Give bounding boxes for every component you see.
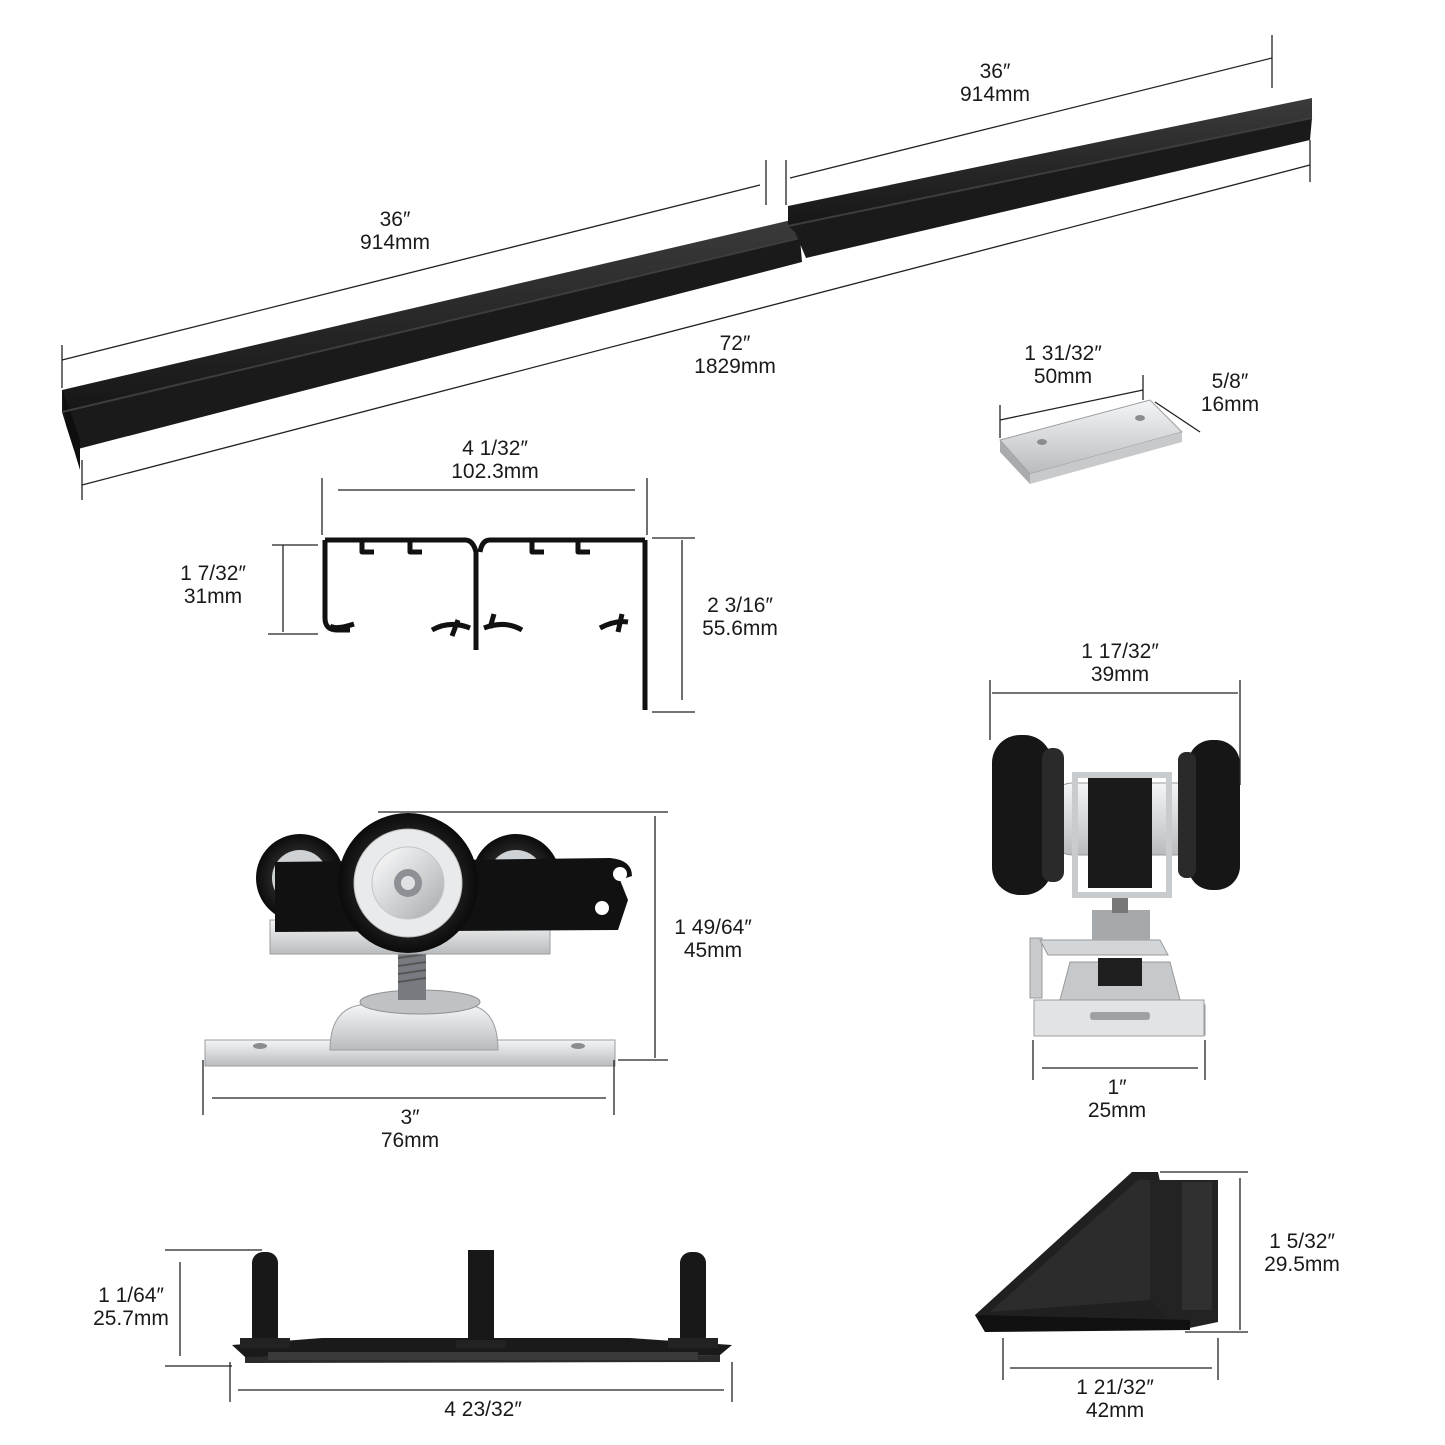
connector-length-imperial: 1 31/32″ bbox=[1024, 342, 1102, 365]
stopper-length-label: 1 21/32″ 42mm bbox=[1050, 1376, 1180, 1422]
profile-lip-label: 1 7/32″ 31mm bbox=[160, 562, 266, 608]
roller-side-length-label: 3″ 76mm bbox=[350, 1106, 470, 1152]
stopper-length-metric: 42mm bbox=[1085, 1399, 1145, 1422]
roller-front-plate-label: 1″ 25mm bbox=[1062, 1076, 1172, 1122]
roller-front-plate-imperial: 1″ bbox=[1107, 1076, 1127, 1099]
roller-front-plate-metric: 25mm bbox=[1087, 1099, 1147, 1122]
roller-side-height-label: 1 49/64″ 45mm bbox=[655, 916, 771, 962]
connector-width-metric: 16mm bbox=[1200, 393, 1260, 416]
connector-length-label: 1 31/32″ 50mm bbox=[998, 342, 1128, 388]
rail-right-metric: 914mm bbox=[959, 83, 1031, 106]
roller-side-height-metric: 45mm bbox=[683, 939, 743, 962]
profile-width-metric: 102.3mm bbox=[451, 460, 539, 483]
rail-right-label: 36″ 914mm bbox=[930, 60, 1060, 106]
roller-front-dimension-lines bbox=[989, 680, 1241, 1080]
rail-profile bbox=[322, 537, 648, 710]
roller-side-view bbox=[204, 813, 632, 1067]
rail-left-metric: 914mm bbox=[359, 231, 431, 254]
profile-width-imperial: 4 1/32″ bbox=[462, 437, 528, 460]
profile-height-metric: 55.6mm bbox=[702, 617, 778, 640]
guide-length-label: 4 23/32″ bbox=[418, 1398, 548, 1421]
stopper-length-imperial: 1 21/32″ bbox=[1076, 1376, 1154, 1399]
connector-width-imperial: 5/8″ bbox=[1211, 370, 1249, 393]
roller-front-view bbox=[992, 735, 1240, 1037]
rail-right-imperial: 36″ bbox=[979, 60, 1011, 83]
roller-front-width-imperial: 1 17/32″ bbox=[1081, 640, 1159, 663]
rail-left bbox=[61, 218, 802, 470]
connector-width-label: 5/8″ 16mm bbox=[1180, 370, 1280, 416]
profile-lip-metric: 31mm bbox=[183, 585, 243, 608]
rail-total-imperial: 72″ bbox=[719, 332, 751, 355]
profile-lip-imperial: 1 7/32″ bbox=[180, 562, 246, 585]
rail-dimension-lines bbox=[61, 35, 1311, 500]
stopper-height-label: 1 5/32″ 29.5mm bbox=[1242, 1230, 1362, 1276]
roller-side-length-imperial: 3″ bbox=[400, 1106, 420, 1129]
roller-front-width-metric: 39mm bbox=[1090, 663, 1150, 686]
guide-height-metric: 25.7mm bbox=[93, 1307, 169, 1330]
guide-height-label: 1 1/64″ 25.7mm bbox=[76, 1284, 186, 1330]
rail-right bbox=[787, 98, 1313, 258]
roller-side-height-imperial: 1 49/64″ bbox=[674, 916, 752, 939]
guide-height-imperial: 1 1/64″ bbox=[98, 1284, 164, 1307]
door-stopper-dimension-lines bbox=[1002, 1171, 1248, 1380]
stopper-height-metric: 29.5mm bbox=[1264, 1253, 1340, 1276]
floor-guide-dimension-lines bbox=[165, 1249, 733, 1402]
profile-width-label: 4 1/32″ 102.3mm bbox=[425, 437, 565, 483]
rail-left-imperial: 36″ bbox=[379, 208, 411, 231]
connector-plate bbox=[999, 375, 1201, 484]
roller-side-dimension-lines bbox=[202, 811, 668, 1115]
rail-left-label: 36″ 914mm bbox=[330, 208, 460, 254]
profile-height-label: 2 3/16″ 55.6mm bbox=[685, 594, 795, 640]
connector-length-metric: 50mm bbox=[1033, 365, 1093, 388]
roller-front-width-label: 1 17/32″ 39mm bbox=[1055, 640, 1185, 686]
rail-total-metric: 1829mm bbox=[694, 355, 776, 378]
floor-guide bbox=[232, 1250, 732, 1363]
roller-side-length-metric: 76mm bbox=[380, 1129, 440, 1152]
door-stopper bbox=[975, 1172, 1218, 1332]
profile-height-imperial: 2 3/16″ bbox=[707, 594, 773, 617]
profile-dimension-lines bbox=[268, 478, 695, 713]
rail-total-label: 72″ 1829mm bbox=[670, 332, 800, 378]
stopper-height-imperial: 1 5/32″ bbox=[1269, 1230, 1335, 1253]
guide-length-imperial: 4 23/32″ bbox=[444, 1398, 522, 1421]
